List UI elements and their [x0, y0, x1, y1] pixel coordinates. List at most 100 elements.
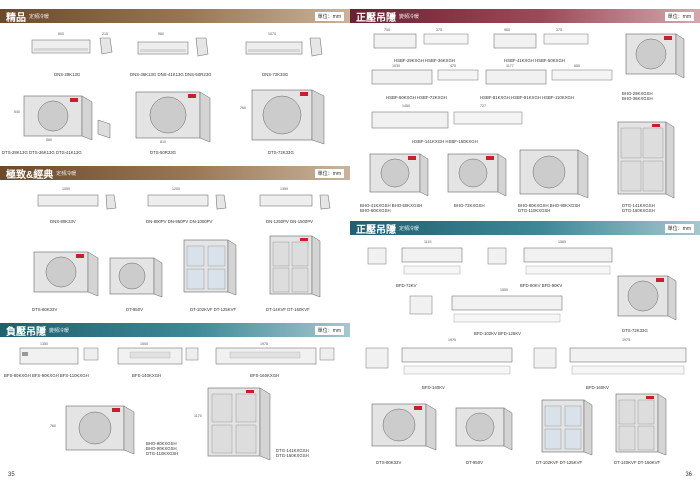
model-caption: HSBF-141KXGH HSBF-160KXGH [412, 139, 478, 144]
model-caption: DTS-50R23G [150, 150, 177, 155]
section-band-positive-duct-fixed: 正壓吊隱 定頻冷暖 單位：mm [350, 221, 700, 236]
model-caption: DTS-72K33G [622, 328, 648, 333]
model-caption: BFD-80KV BFD-90KV [520, 283, 563, 288]
outdoor-unit-drawing: 760 [50, 402, 140, 460]
outdoor-unit-side-drawing [96, 118, 118, 142]
wall-unit-side-drawing [194, 34, 210, 60]
model-caption: HSBF-81KXGH HSBF-91KXGH HSBF-110KXGH [480, 95, 575, 100]
section-subtitle: 定頻冷暖 [29, 13, 50, 20]
model-caption: DTS-72K33G [268, 150, 294, 155]
model-caption: DN-1250PV DN-1500PV [266, 219, 314, 224]
outdoor-unit-drawing: 810 [128, 88, 216, 148]
unit-label: 單位：mm [664, 12, 694, 21]
wall-unit-drawing: 800 [30, 32, 94, 56]
model-caption: DT-14KVF DT-160KVF [266, 307, 310, 312]
outdoor-unit-drawing [612, 272, 686, 326]
unit-label: 單位：mm [664, 224, 694, 233]
wall-unit-drawing: 1200 [146, 187, 212, 210]
section-subtitle: 定頻冷暖 [56, 170, 77, 177]
model-caption: DTS-28K13G DTS-36K13G DTS-41K13G [2, 150, 82, 155]
section-band-positive-duct-inverter: 正壓吊隱 變頻冷暖 單位：mm [350, 9, 700, 24]
outdoor-unit-drawing [364, 150, 438, 200]
outdoor-unit-drawing [610, 390, 672, 458]
outdoor-unit-drawing [178, 236, 242, 298]
section-title: 正壓吊隱 [356, 12, 396, 24]
wall-unit-side-drawing [214, 192, 228, 212]
duct-unit-drawing: 1115 [364, 240, 476, 280]
model-caption: DT-950V [126, 307, 143, 312]
outdoor-unit-drawing [104, 254, 166, 300]
duct-unit-drawing: 1550 [112, 340, 202, 370]
model-caption: HSBF-60KXGH HSBF-72KXGH [386, 95, 447, 100]
duct-unit-drawing: 1350 [14, 340, 104, 370]
unit-label: 單位：mm [314, 169, 344, 178]
section-subtitle: 定頻冷暖 [399, 225, 420, 232]
duct-unit-drawing: 1550 [406, 288, 576, 328]
wall-unit-side-drawing [318, 192, 332, 212]
model-caption: DT-140KVF DT-160KVF [614, 460, 661, 465]
duct-unit-drawing: 1450 727 [368, 104, 528, 134]
wall-unit-drawing: 1050 [36, 187, 102, 210]
outdoor-unit-drawing [442, 150, 516, 200]
outdoor-unit-drawing [450, 404, 520, 454]
duct-unit-drawing: 1975 [210, 340, 340, 370]
model-caption: BFD-72KV [396, 283, 417, 288]
section-subtitle: 變頻冷暖 [399, 13, 420, 20]
page-number: 35 [8, 472, 15, 478]
wall-unit-drawing: 1070 [244, 32, 306, 58]
model-caption: BFD-140KV [422, 385, 445, 390]
model-caption: BHO-72KXGSH [454, 203, 485, 208]
model-caption: BFD-160KV [586, 385, 609, 390]
section-subtitle: 變頻冷暖 [49, 327, 70, 334]
unit-label: 單位：mm [314, 326, 344, 335]
wall-unit-drawing: 1350 [258, 187, 316, 210]
unit-label: 單位：mm [314, 12, 344, 21]
model-caption: BFS-160KXGH [250, 373, 280, 378]
duct-unit-drawing: 1565 [484, 240, 624, 280]
duct-unit-drawing: 960 375 [490, 28, 594, 54]
duct-unit-drawing: 1975 [362, 338, 520, 382]
model-caption: BFD-102KV BFD-125KV [474, 331, 522, 336]
model-caption: DNS-72K33G [262, 72, 289, 77]
model-caption: DN-800PV DN-950PV DN-1000PV [146, 219, 213, 224]
outdoor-unit-drawing [620, 30, 692, 84]
section-title: 正壓吊隱 [356, 224, 396, 236]
outdoor-unit-drawing: 1170 [194, 384, 278, 464]
model-caption: BFS-140KXGH [132, 373, 162, 378]
duct-unit-drawing: 1975 [530, 338, 694, 382]
section-title: 負壓吊隱 [6, 326, 46, 338]
outdoor-unit-drawing [366, 400, 444, 456]
outdoor-unit-drawing [264, 232, 326, 300]
duct-unit-drawing: 1177 650 [482, 64, 616, 90]
wall-unit-side-drawing: 215 [98, 32, 114, 58]
model-caption: DNS-80K33V [50, 219, 76, 224]
model-caption: DT-102KVF DT-125KVF [536, 460, 583, 465]
section-title: 極致&經典 [6, 169, 54, 181]
model-caption: BFS-80KXGH BFS-90KXGH BFS-110KXGH [4, 373, 89, 378]
duct-unit-drawing: 1030 475 [368, 64, 482, 90]
section-band-classic: 極致&經典 定頻冷暖 單位：mm [0, 166, 350, 181]
wall-unit-drawing: 960 [136, 32, 192, 58]
model-caption: DT-102KVF DT-125KVF [190, 307, 237, 312]
wall-unit-side-drawing [308, 34, 324, 60]
model-caption: DTS-80K33V [32, 307, 58, 312]
section-title: 精品 [6, 12, 26, 24]
outdoor-unit-drawing: 540 560 [14, 92, 98, 144]
model-caption: DTS-80K33V [376, 460, 402, 465]
model-caption: DT-950V [466, 460, 483, 465]
outdoor-unit-drawing [536, 396, 598, 458]
section-band-premium: 精品 定頻冷暖 單位：mm [0, 9, 350, 24]
outdoor-unit-drawing [514, 146, 598, 202]
wall-unit-side-drawing [104, 192, 118, 212]
page-number: 36 [685, 472, 692, 478]
duct-unit-drawing: 750 375 [370, 28, 474, 54]
outdoor-unit-drawing [612, 118, 682, 202]
left-page: 精品 定頻冷暖 單位：mm 800 215 DNS-28K13G 960 DNS… [0, 0, 351, 484]
section-band-negative-duct: 負壓吊隱 變頻冷暖 單位：mm [0, 323, 350, 338]
